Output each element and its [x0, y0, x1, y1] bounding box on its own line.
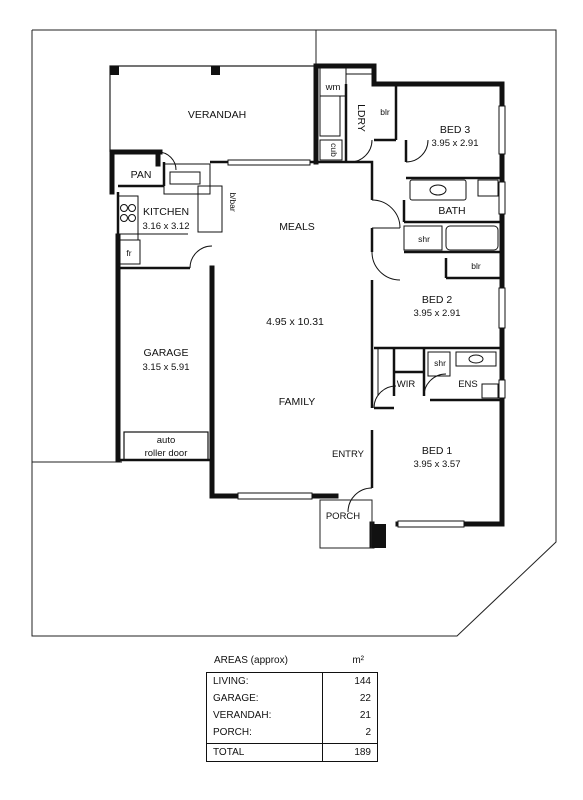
- verandah-post: [110, 66, 119, 75]
- areas-title: AREAS (approx): [214, 655, 288, 666]
- bed1-label: BED 1: [422, 445, 453, 457]
- areas-table: AREAS (approx) m² LIVING: 144 GARAGE: 22…: [206, 655, 378, 762]
- area-total-value: 189: [322, 743, 378, 762]
- kitchen-fixtures: [117, 163, 223, 265]
- verandah-label: VERANDAH: [188, 109, 246, 121]
- wir-label: WIR: [397, 379, 416, 390]
- door-swings: [157, 139, 447, 513]
- area-total-label: TOTAL: [206, 743, 323, 762]
- bed1-size: 3.95 x 3.57: [413, 459, 460, 470]
- shower-bath-label: shr: [418, 234, 430, 244]
- area-value: 22: [322, 690, 378, 707]
- linen-bath-label: blr: [471, 261, 481, 271]
- ensuite-label: ENS: [458, 379, 478, 390]
- area-row: GARAGE: 22: [206, 690, 378, 707]
- garage-label: GARAGE: [144, 347, 189, 359]
- bath-label: BATH: [438, 205, 465, 217]
- area-row: VERANDAH: 21: [206, 707, 378, 724]
- garage-door-box: [123, 431, 209, 461]
- laundry-label: LDRY: [355, 104, 367, 132]
- shower-ens-label: shr: [434, 358, 446, 368]
- windows: [227, 105, 506, 528]
- area-value: 144: [322, 672, 378, 690]
- area-total-row: TOTAL 189: [206, 743, 378, 762]
- bbar-label: b/bar: [228, 192, 238, 212]
- areas-unit: m²: [352, 655, 364, 666]
- bed3-label: BED 3: [440, 124, 471, 136]
- kitchen-size: 3.16 x 3.12: [142, 221, 189, 232]
- entry-label: ENTRY: [332, 449, 365, 460]
- laundry-fixtures: [319, 67, 372, 161]
- areas-header: AREAS (approx) m²: [206, 655, 378, 672]
- porch-label: PORCH: [326, 511, 360, 522]
- bed2-label: BED 2: [422, 294, 453, 306]
- area-value: 2: [322, 724, 378, 744]
- area-value: 21: [322, 707, 378, 724]
- area-label: VERANDAH:: [206, 707, 323, 724]
- area-row: LIVING: 144: [206, 672, 378, 690]
- washing-machine-label: wm: [325, 82, 341, 93]
- bed2-size: 3.95 x 2.91: [413, 308, 460, 319]
- area-label: GARAGE:: [206, 690, 323, 707]
- cupboard-label: cub: [329, 143, 339, 157]
- area-row: PORCH: 2: [206, 724, 378, 744]
- porch-column: [372, 524, 386, 548]
- areas-grid: LIVING: 144 GARAGE: 22 VERANDAH: 21 PORC…: [206, 672, 378, 762]
- fridge-label: fr: [126, 248, 131, 258]
- area-label: LIVING:: [206, 672, 323, 690]
- kitchen-label: KITCHEN: [143, 206, 189, 218]
- auto-door-label-2: roller door: [145, 448, 188, 459]
- porch-outline: [319, 499, 373, 549]
- bath-fixtures: [377, 179, 499, 399]
- garage-size: 3.15 x 5.91: [142, 362, 189, 373]
- meals-label: MEALS: [279, 221, 315, 233]
- area-label: PORCH:: [206, 724, 323, 744]
- auto-door-label-1: auto: [157, 435, 176, 446]
- linen-bed3-label: blr: [380, 107, 390, 117]
- pan-label: PAN: [131, 169, 152, 181]
- family-label: FAMILY: [279, 396, 316, 408]
- bed3-size: 3.95 x 2.91: [431, 138, 478, 149]
- verandah-post: [211, 66, 220, 75]
- living-size: 4.95 x 10.31: [266, 316, 324, 328]
